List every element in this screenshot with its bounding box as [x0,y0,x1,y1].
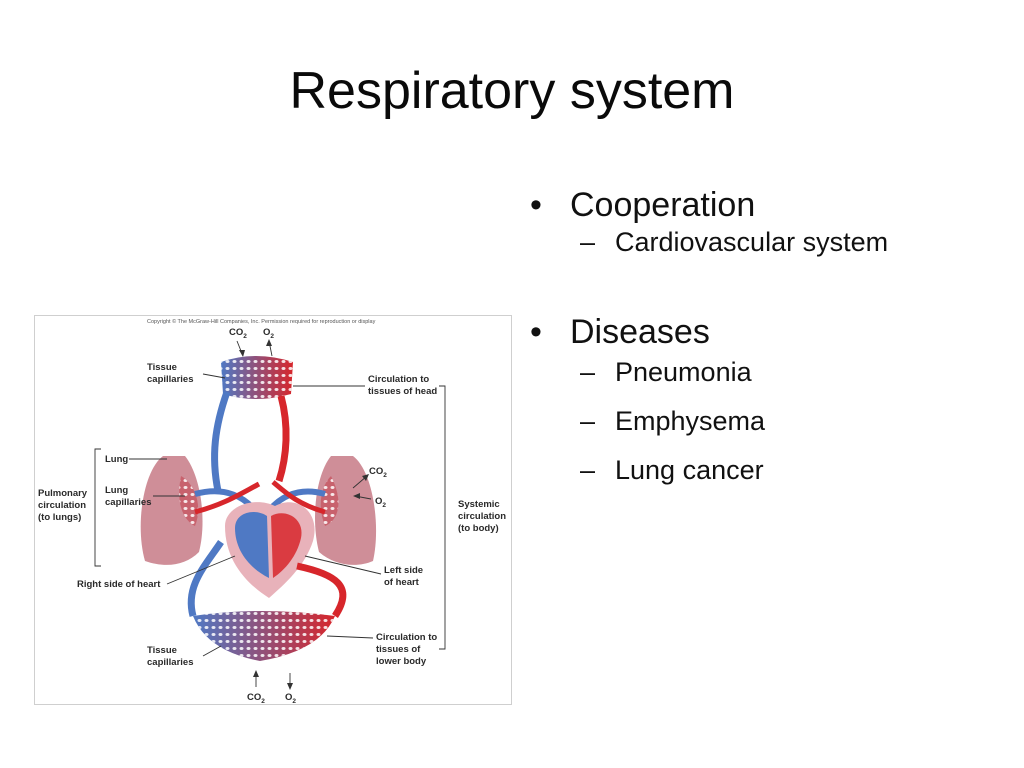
left-heart-label-2: of heart [384,577,420,588]
bullet-dot-icon: • [530,312,542,351]
bullet-list: • Cooperation – Cardiovascular system • … [530,185,1010,488]
svg-text:CO2: CO2 [229,327,247,340]
systemic-bracket [439,385,446,650]
tissue-capillaries-upper-label-2: capillaries [147,374,193,385]
tissue-capillaries-lower-label-2: capillaries [147,657,193,668]
aorta-lower [296,562,347,618]
circulatory-diagram: Copyright © The McGraw-Hill Companies, I… [34,315,512,705]
bullet-label: Cooperation [570,186,756,224]
subbullet-lung-cancer: – Lung cancer [530,454,1010,488]
lower-gas-exchange: CO2 O2 [247,670,296,704]
circulation-lower-label-1: Circulation to [376,632,437,643]
bullet-label: Diseases [570,312,710,351]
svg-text:O2: O2 [375,496,386,509]
subbullet-label: Lung cancer [615,454,764,485]
subbullet-cardiovascular: – Cardiovascular system [530,226,1010,260]
slide-title: Respiratory system [289,62,735,120]
systemic-label-1: Systemic [458,499,500,510]
left-heart-label-1: Left side [384,565,423,576]
pulmonary-bracket [94,448,101,567]
vena-cava-lower [187,540,224,617]
bullet-cooperation: • Cooperation [530,185,1010,226]
pulmonary-label-1: Pulmonary [38,488,88,499]
left-lung [140,456,203,565]
subbullet-pneumonia: – Pneumonia [530,356,1010,390]
bullet-diseases: • Diseases [530,312,1010,353]
pulmonary-vein-left [194,481,261,515]
lung-capillaries-label: Lung [105,485,128,496]
svg-text:CO2: CO2 [247,692,265,704]
pulmonary-label-3: (to lungs) [38,512,81,523]
systemic-label-3: (to body) [458,523,499,534]
pulmonary-label-2: circulation [38,500,86,511]
circulation-lower-label-3: lower body [376,656,427,667]
lung-gas-exchange: CO2 O2 [352,466,387,509]
dash-icon: – [580,357,596,388]
circulation-lower-label-2: tissues of [376,644,421,655]
copyright-text: Copyright © The McGraw-Hill Companies, I… [147,318,376,325]
subbullet-emphysema: – Emphysema [530,405,1010,439]
svg-text:CO2: CO2 [369,466,387,479]
subbullet-label: Emphysema [615,406,766,437]
svg-text:O2: O2 [285,692,296,704]
head-gas-exchange: CO2 O2 [229,327,274,357]
circulation-illustration: Copyright © The McGraw-Hill Companies, I… [38,318,506,704]
heart [225,502,315,598]
pulmonary-vein-right [271,480,326,515]
dash-icon: – [580,226,596,257]
systemic-label-2: circulation [458,511,506,522]
tissue-capillaries-upper-label: Tissue [147,362,177,373]
subbullet-label: Pneumonia [615,357,752,388]
dash-icon: – [580,454,596,485]
aorta-upper [275,395,290,483]
lung-capillaries-label-2: capillaries [105,497,151,508]
bullet-dot-icon: • [530,186,542,224]
subbullet-label: Cardiovascular system [615,226,889,257]
lower-capillary-bed [193,611,335,661]
circulation-head-label-2: tissues of head [368,386,437,397]
svg-text:O2: O2 [263,327,274,340]
right-heart-label: Right side of heart [77,579,161,590]
dash-icon: – [580,406,596,437]
tissue-capillaries-lower-label: Tissue [147,645,177,656]
lung-label: Lung [105,454,128,465]
right-lung [315,456,377,565]
head-capillary-bed [221,356,293,399]
vena-cava-upper [211,390,231,492]
circulation-head-label-1: Circulation to [368,374,429,385]
